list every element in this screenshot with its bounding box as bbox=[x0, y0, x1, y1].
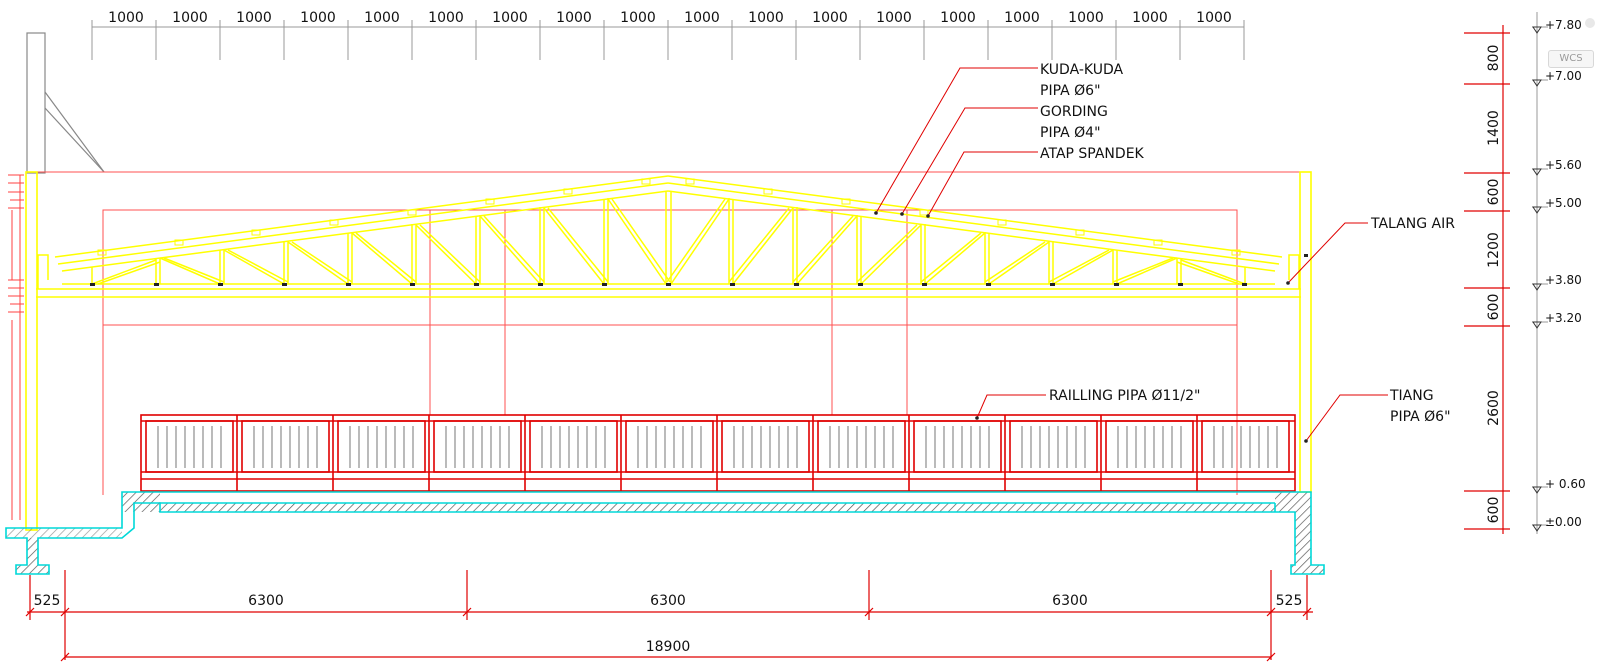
truss-bolts bbox=[90, 254, 1308, 286]
label-kuda-kuda: KUDA-KUDA bbox=[1040, 62, 1123, 78]
dim-label: 1000 bbox=[428, 10, 464, 26]
dim-label: 1000 bbox=[300, 10, 336, 26]
dim-label: 800 bbox=[1486, 45, 1502, 72]
bottom-dimension-chain bbox=[25, 570, 1313, 662]
label-gording: GORDING bbox=[1040, 104, 1108, 120]
railing bbox=[140, 414, 1296, 492]
level-label: +5.00 bbox=[1545, 196, 1582, 210]
dim-label: 1000 bbox=[1132, 10, 1168, 26]
level-label: +5.60 bbox=[1545, 158, 1582, 172]
dim-label: 1000 bbox=[876, 10, 912, 26]
label-tiang-pipe: PIPA Ø6" bbox=[1390, 409, 1451, 425]
left-mast bbox=[26, 32, 105, 174]
dim-label: 1000 bbox=[1068, 10, 1104, 26]
label-tiang: TIANG bbox=[1389, 388, 1434, 404]
label-talang-air: TALANG AIR bbox=[1370, 216, 1455, 232]
dim-label: 2600 bbox=[1486, 390, 1502, 426]
dim-label: 1000 bbox=[556, 10, 592, 26]
dim-label: 1000 bbox=[1196, 10, 1232, 26]
dim-label: 1000 bbox=[748, 10, 784, 26]
roof-truss bbox=[36, 175, 1301, 298]
dim-label: 600 bbox=[1486, 497, 1502, 524]
dim-label: 1000 bbox=[940, 10, 976, 26]
label-gording-pipe: PIPA Ø4" bbox=[1040, 125, 1101, 141]
top-dimension-ruler bbox=[91, 20, 1245, 60]
label-atap-spandek: ATAP SPANDEK bbox=[1040, 146, 1145, 162]
level-label: ±0.00 bbox=[1545, 515, 1582, 529]
level-triangles bbox=[1532, 26, 1542, 532]
dim-label: 600 bbox=[1486, 179, 1502, 206]
level-labels: +7.80 +7.00 +5.60 +5.00 +3.80 +3.20 + 0.… bbox=[1545, 18, 1586, 529]
dim-label: 525 bbox=[1276, 593, 1303, 609]
purlins bbox=[97, 178, 1241, 256]
dim-label: 600 bbox=[1486, 294, 1502, 321]
floor-slab bbox=[5, 491, 1325, 575]
dim-label: 1000 bbox=[236, 10, 272, 26]
label-railing: RAILLING PIPA Ø11/2" bbox=[1049, 388, 1200, 404]
dim-label: 6300 bbox=[248, 593, 284, 609]
dim-label: 1000 bbox=[1004, 10, 1040, 26]
level-label: +3.80 bbox=[1545, 273, 1582, 287]
dim-label: 1000 bbox=[108, 10, 144, 26]
dim-label: 1000 bbox=[620, 10, 656, 26]
dim-label: 1000 bbox=[684, 10, 720, 26]
building-outline bbox=[36, 171, 1310, 495]
leader-dots bbox=[874, 211, 1308, 443]
bottom-dimension-labels: 525 6300 6300 6300 525 18900 bbox=[34, 593, 1303, 655]
viewcube-icon[interactable] bbox=[1585, 18, 1595, 28]
dim-label: 1000 bbox=[172, 10, 208, 26]
dim-label: 1000 bbox=[492, 10, 528, 26]
dim-label: 6300 bbox=[650, 593, 686, 609]
total-dim-label: 18900 bbox=[646, 639, 691, 655]
right-dimension-chain bbox=[1464, 25, 1510, 534]
level-label: +3.20 bbox=[1545, 311, 1582, 325]
top-dimension-labels: 1000 1000 1000 1000 1000 1000 1000 1000 … bbox=[108, 10, 1232, 26]
annotations: KUDA-KUDA PIPA Ø6" GORDING PIPA Ø4" ATAP… bbox=[1040, 62, 1455, 425]
level-label: +7.80 bbox=[1545, 18, 1582, 32]
columns bbox=[25, 171, 1312, 531]
railing-balusters bbox=[157, 426, 1278, 468]
wcs-menu-button[interactable]: WCS bbox=[1548, 50, 1594, 68]
leader-lines bbox=[875, 67, 1388, 442]
dim-label: 1000 bbox=[364, 10, 400, 26]
right-dimension-labels: 800 1400 600 1200 600 2600 600 bbox=[1486, 45, 1502, 524]
label-kuda-kuda-pipe: PIPA Ø6" bbox=[1040, 83, 1101, 99]
level-label: + 0.60 bbox=[1545, 477, 1586, 491]
left-building-edge bbox=[8, 174, 24, 520]
dim-label: 1000 bbox=[812, 10, 848, 26]
dim-label: 1200 bbox=[1486, 232, 1502, 268]
dim-label: 525 bbox=[34, 593, 61, 609]
dim-label: 6300 bbox=[1052, 593, 1088, 609]
level-label: +7.00 bbox=[1545, 69, 1582, 83]
dim-label: 1400 bbox=[1486, 110, 1502, 146]
